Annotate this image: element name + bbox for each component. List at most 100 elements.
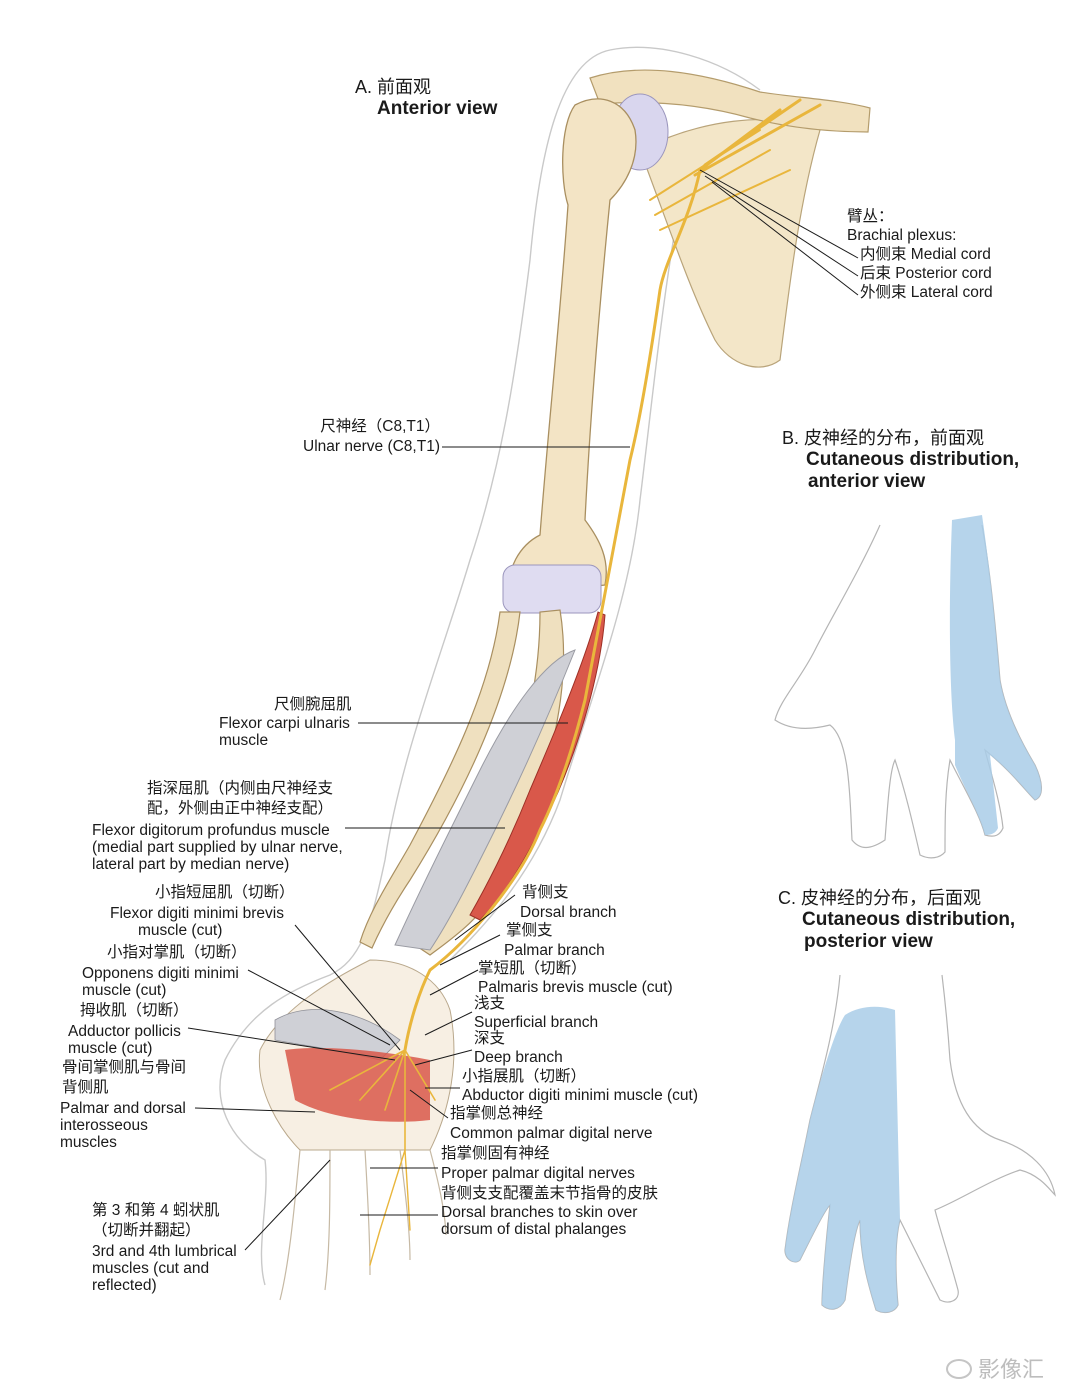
- cpdn-en: Common palmar digital nerve: [450, 1125, 653, 1142]
- panel-b-title-zh: B. 皮神经的分布，前面观: [782, 428, 985, 448]
- panel-b-title-en-1: Cutaneous distribution,: [806, 449, 1020, 470]
- fdp-en-3: lateral part by median nerve): [92, 856, 290, 873]
- lateral-cord-label: 外侧束 Lateral cord: [860, 284, 993, 301]
- lumbrical-en-2: muscles (cut and: [92, 1260, 210, 1277]
- panel-b-title: B. 皮神经的分布，前面观 Cutaneous distribution, an…: [782, 427, 1019, 493]
- ppdn-label: 指掌侧固有神经 Proper palmar digital nerves: [441, 1145, 635, 1182]
- fdp-muscle: [394, 649, 576, 951]
- fdmb-zh: 小指短屈肌（切断）: [155, 884, 295, 901]
- lumbrical-en-1: 3rd and 4th lumbrical: [92, 1243, 237, 1260]
- watermark-text: 影像汇: [977, 1357, 1044, 1382]
- odm-en-1: Opponens digiti minimi: [82, 965, 239, 982]
- ap-en-1: Adductor pollicis: [68, 1023, 181, 1040]
- interossei-en-2: interosseous: [60, 1117, 148, 1134]
- fdp-zh-1: 指深屈肌（内侧由尺神经支: [147, 780, 334, 797]
- ap-en-2: muscle (cut): [68, 1040, 153, 1057]
- ulnar-nerve-label: 尺神经（C8,T1） Ulnar nerve (C8,T1): [303, 418, 440, 455]
- pb-en: Palmaris brevis muscle (cut): [478, 979, 673, 996]
- fdmb-label: 小指短屈肌（切断） Flexor digiti minimi brevis mu…: [110, 884, 295, 939]
- deep-branch-label: 深支 Deep branch: [474, 1030, 563, 1066]
- odm-label: 小指对掌肌（切断） Opponens digiti minimi muscle …: [82, 944, 247, 999]
- interossei-en-1: Palmar and dorsal: [60, 1100, 186, 1117]
- adductor-pollicis-muscle: [274, 1009, 401, 1061]
- fcu-label: 尺侧腕屈肌 Flexor carpi ulnaris muscle: [219, 696, 352, 749]
- panel-c-title-zh: C. 皮神经的分布，后面观: [778, 888, 981, 908]
- panel-c-title-en-1: Cutaneous distribution,: [802, 909, 1016, 930]
- palmar-branch-zh: 掌侧支: [506, 922, 553, 939]
- adm-en: Abductor digiti minimi muscle (cut): [462, 1087, 699, 1104]
- interossei-label: 骨间掌侧肌与骨间 背侧肌 Palmar and dorsal interosse…: [60, 1059, 186, 1151]
- leader-lines: [187, 169, 859, 1251]
- superficial-zh: 浅支: [474, 995, 506, 1012]
- humerus: [508, 98, 637, 596]
- interossei-en-3: muscles: [60, 1134, 117, 1151]
- fdp-en-2: (medial part supplied by ulnar nerve,: [92, 839, 343, 856]
- deep-en: Deep branch: [474, 1049, 563, 1066]
- fdp-label: 指深屈肌（内侧由尺神经支 配，外侧由正中神经支配） Flexor digitor…: [92, 780, 343, 873]
- adm-zh: 小指展肌（切断）: [462, 1068, 587, 1085]
- fcu-muscle: [469, 611, 606, 921]
- dorsal-phalanges-label: 背侧支支配覆盖末节指骨的皮肤 Dorsal branches to skin o…: [441, 1185, 658, 1238]
- adm-label: 小指展肌（切断） Abductor digiti minimi muscle (…: [462, 1068, 698, 1104]
- lumbrical-en-3: reflected): [92, 1277, 157, 1294]
- anterior-ulnar-zone: [949, 515, 1042, 835]
- palmar-branch-en: Palmar branch: [504, 942, 605, 959]
- deep-zh: 深支: [474, 1030, 506, 1047]
- fdmb-en-1: Flexor digiti minimi brevis: [110, 905, 284, 922]
- lumbrical-zh-2: （切断并翻起）: [92, 1222, 201, 1239]
- ulnar-nerve-zh: 尺神经（C8,T1）: [320, 418, 440, 435]
- ulnar-nerve: [329, 98, 822, 1266]
- ap-zh: 拇收肌（切断）: [80, 1002, 189, 1019]
- superficial-en: Superficial branch: [474, 1014, 599, 1031]
- panel-c-title: C. 皮神经的分布，后面观 Cutaneous distribution, po…: [778, 887, 1015, 953]
- odm-zh: 小指对掌肌（切断）: [107, 944, 247, 961]
- superficial-branch-label: 浅支 Superficial branch: [474, 995, 598, 1031]
- lumbrical-zh-1: 第 3 和第 4 蚓状肌: [92, 1202, 220, 1219]
- interossei-zh-2: 背侧肌: [62, 1079, 109, 1096]
- brachial-plexus-label: 臂丛： Brachial plexus: 内侧束 Medial cord 后束 …: [847, 208, 993, 301]
- dorsal-phal-zh: 背侧支支配覆盖末节指骨的皮肤: [441, 1185, 659, 1202]
- watermark: 影像汇: [945, 1352, 1044, 1384]
- brachial-title-zh: 臂丛：: [847, 208, 894, 225]
- ppdn-zh: 指掌侧固有神经: [441, 1145, 550, 1162]
- lumbrical-label: 第 3 和第 4 蚓状肌 （切断并翻起） 3rd and 4th lumbric…: [92, 1202, 237, 1294]
- fdp-en-1: Flexor digitorum profundus muscle: [92, 822, 330, 839]
- dorsal-phal-en-1: Dorsal branches to skin over: [441, 1204, 638, 1221]
- fingers: [279, 1149, 447, 1301]
- fcu-zh: 尺侧腕屈肌: [274, 696, 352, 713]
- ppdn-en: Proper palmar digital nerves: [441, 1165, 635, 1182]
- ulnar-nerve-en: Ulnar nerve (C8,T1): [303, 438, 440, 455]
- fdp-zh-2: 配，外侧由正中神经支配）: [147, 800, 334, 817]
- medial-cord-label: 内侧束 Medial cord: [860, 246, 991, 263]
- panel-a-title-zh: A. 前面观: [355, 77, 432, 97]
- fcu-en-2: muscle: [219, 732, 269, 749]
- panel-c-title-en-2: posterior view: [804, 931, 933, 952]
- adductor-pollicis-label: 拇收肌（切断） Adductor pollicis muscle (cut): [68, 1002, 189, 1057]
- brachial-title-en: Brachial plexus:: [847, 227, 957, 244]
- wechat-icon: [945, 1359, 972, 1379]
- panel-a-title: A. 前面观 Anterior view: [355, 76, 497, 120]
- dorsal-branch-label: 背侧支 Dorsal branch: [520, 884, 617, 921]
- panel-a-title-en: Anterior view: [377, 98, 498, 119]
- arm-outline: [219, 46, 761, 1286]
- interossei-zh-1: 骨间掌侧肌与骨间: [62, 1059, 187, 1076]
- posterior-cord-label: 后束 Posterior cord: [860, 265, 992, 282]
- cpdn-zh: 指掌侧总神经: [450, 1105, 544, 1122]
- palmar-branch-label: 掌侧支 Palmar branch: [504, 922, 605, 959]
- fdmb-en-2: muscle (cut): [138, 922, 223, 939]
- dorsal-phal-en-2: dorsum of distal phalanges: [441, 1221, 627, 1238]
- elbow-cartilage: [502, 564, 602, 614]
- dorsal-branch-zh: 背侧支: [522, 884, 569, 901]
- panel-b-title-en-2: anterior view: [808, 471, 926, 492]
- radius: [359, 611, 521, 949]
- cpdn-label: 指掌侧总神经 Common palmar digital nerve: [450, 1105, 652, 1142]
- posterior-ulnar-zone: [785, 1006, 900, 1313]
- fcu-en-1: Flexor carpi ulnaris: [219, 715, 350, 732]
- interosseous-muscles: [285, 1048, 430, 1122]
- odm-en-2: muscle (cut): [82, 982, 167, 999]
- palmaris-brevis-label: 掌短肌（切断） Palmaris brevis muscle (cut): [478, 960, 673, 996]
- dorsal-branch-en: Dorsal branch: [520, 904, 617, 921]
- pb-zh: 掌短肌（切断）: [478, 960, 587, 977]
